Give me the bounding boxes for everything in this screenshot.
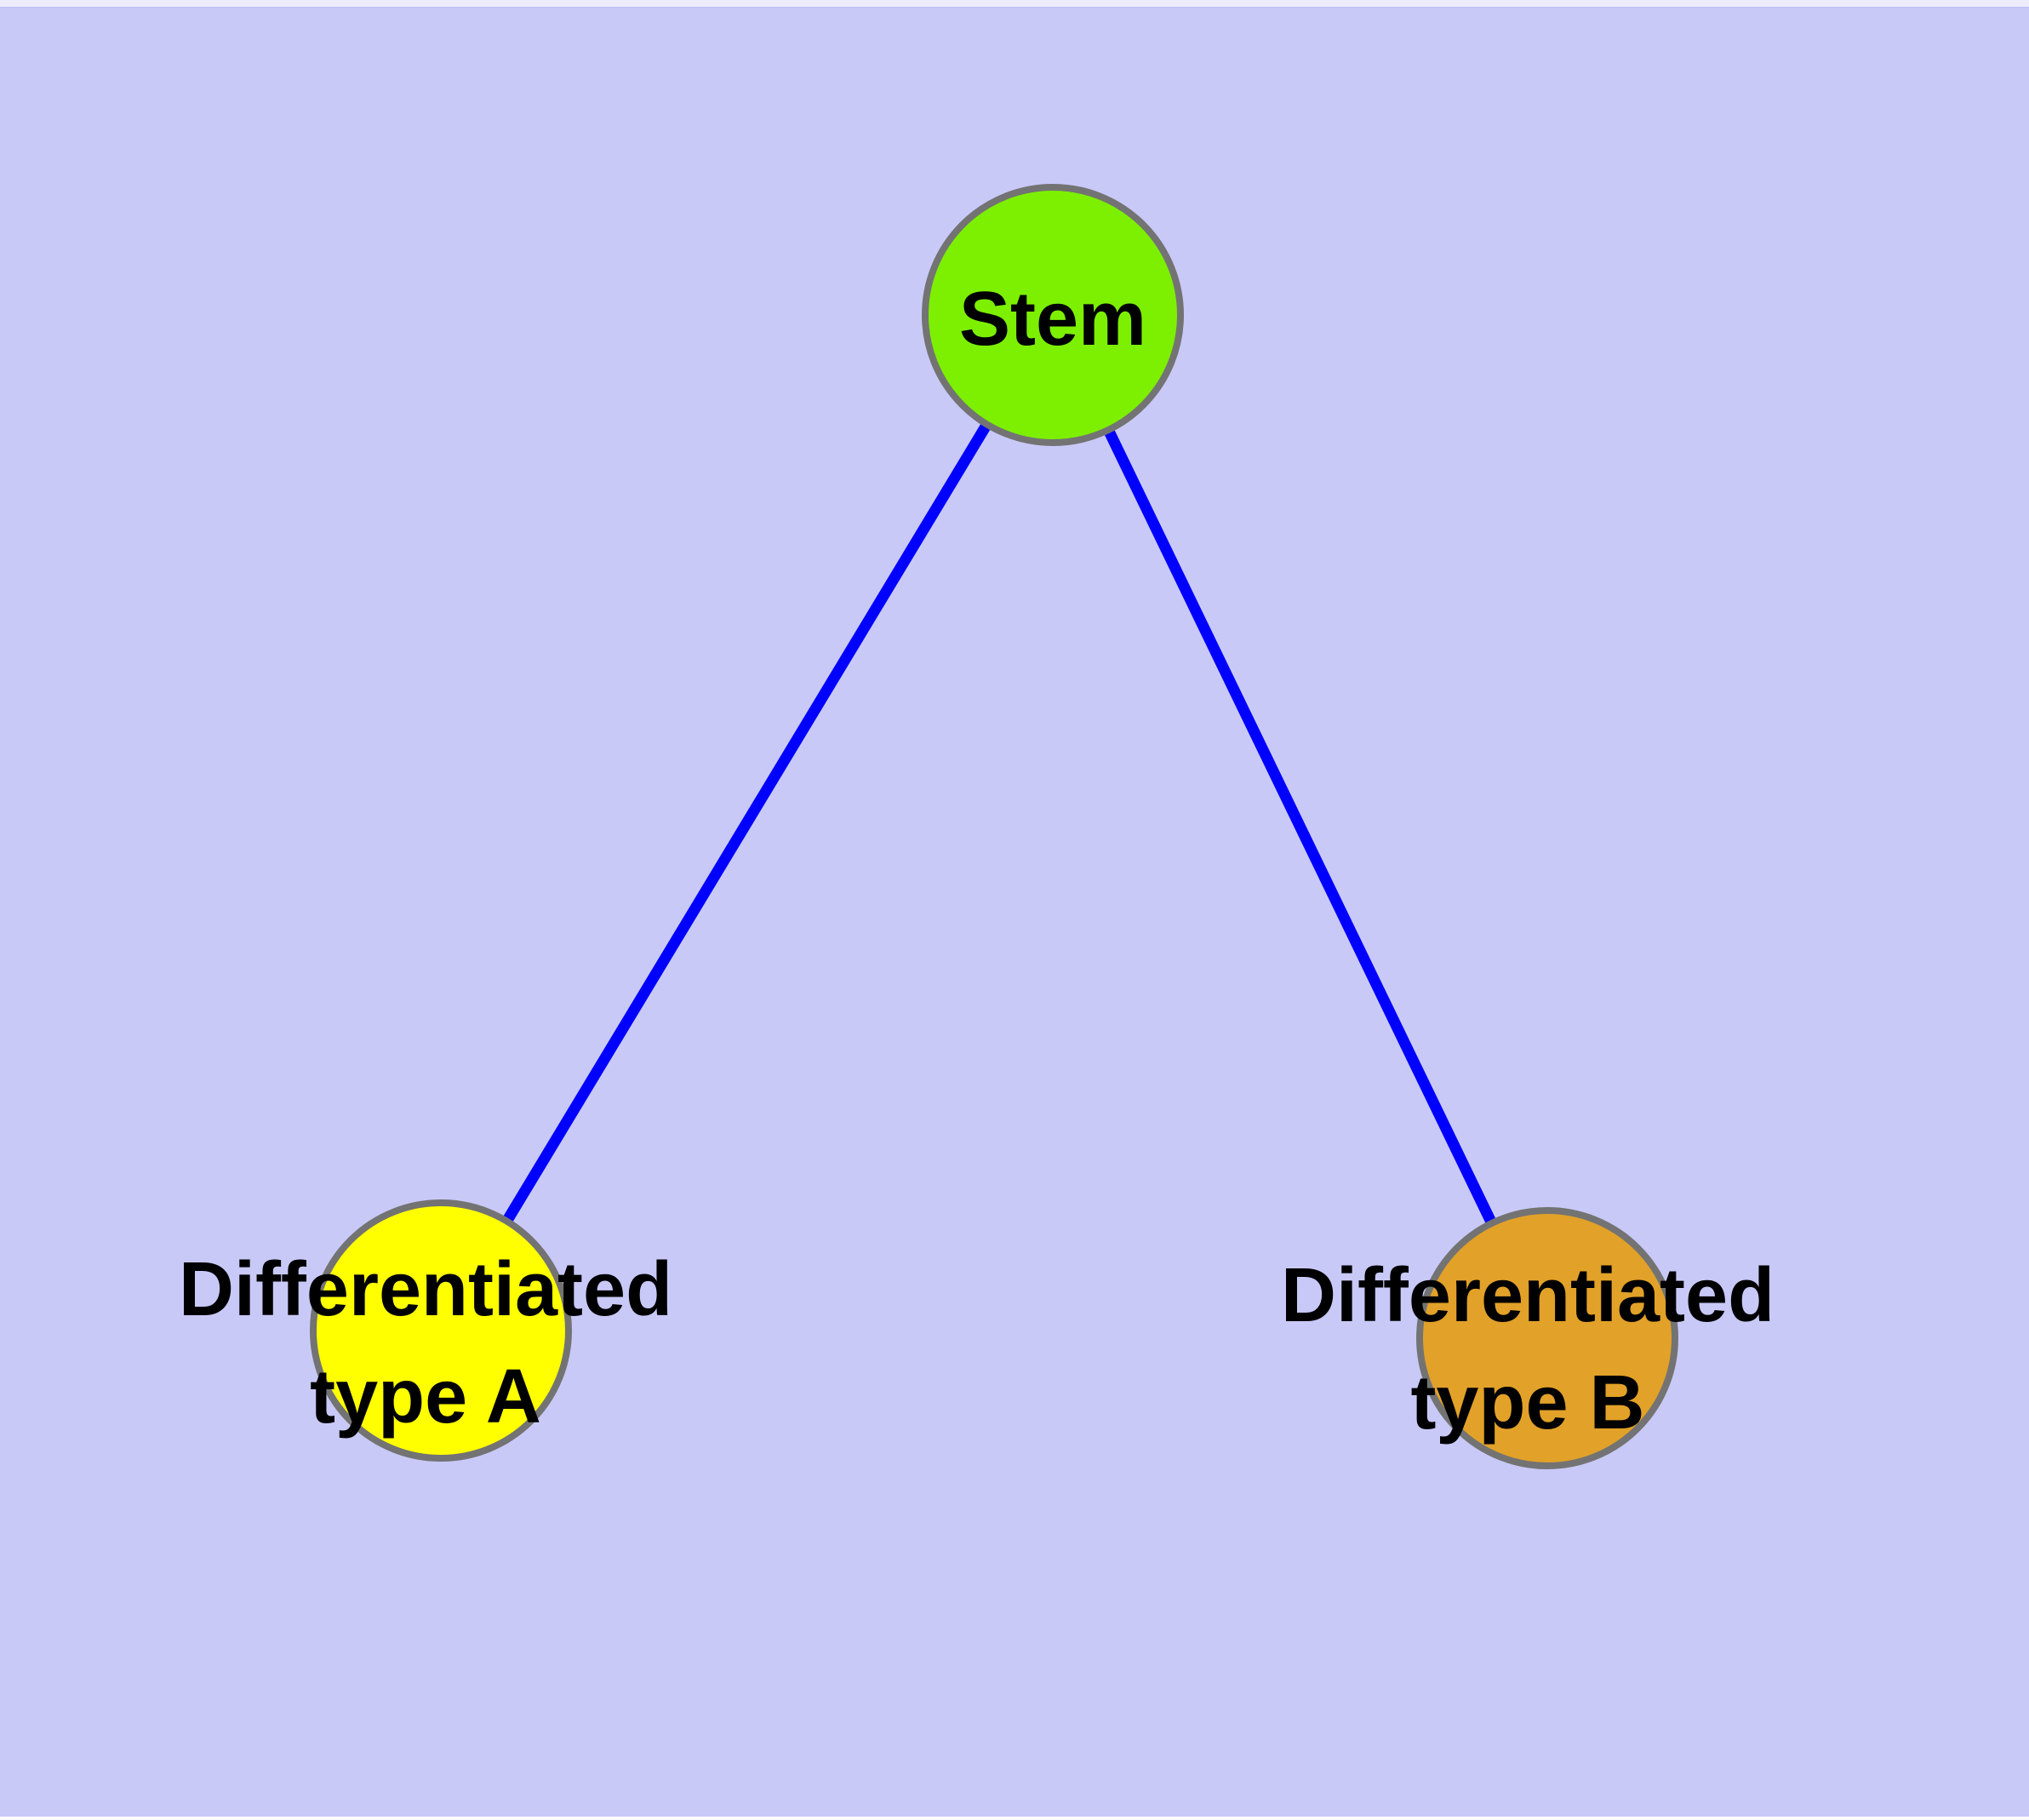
node-type-b-label-line1: Differentiated bbox=[1280, 1253, 1775, 1338]
edge-stem-to-type-b[interactable] bbox=[1048, 312, 1552, 1341]
node-type-a-label-line1: Differentiated bbox=[178, 1247, 673, 1332]
node-type-a-label-line2: type A bbox=[310, 1354, 541, 1439]
node-stem-label-line1: Stem bbox=[958, 277, 1147, 362]
node-differentiated-type-b[interactable] bbox=[1416, 1207, 1678, 1469]
node-type-a-label: Differentiated type A bbox=[179, 1236, 672, 1451]
node-type-b-label-line2: type B bbox=[1410, 1360, 1645, 1445]
bottom-edge-highlight bbox=[0, 1817, 2029, 1820]
edge-stem-to-type-a[interactable] bbox=[436, 312, 1058, 1334]
node-stem-label: Stem bbox=[959, 266, 1146, 373]
node-stem[interactable] bbox=[922, 184, 1184, 446]
top-edge-highlight bbox=[0, 0, 2029, 8]
node-differentiated-type-a[interactable] bbox=[310, 1199, 572, 1462]
node-type-b-label: Differentiated type B bbox=[1281, 1242, 1775, 1457]
